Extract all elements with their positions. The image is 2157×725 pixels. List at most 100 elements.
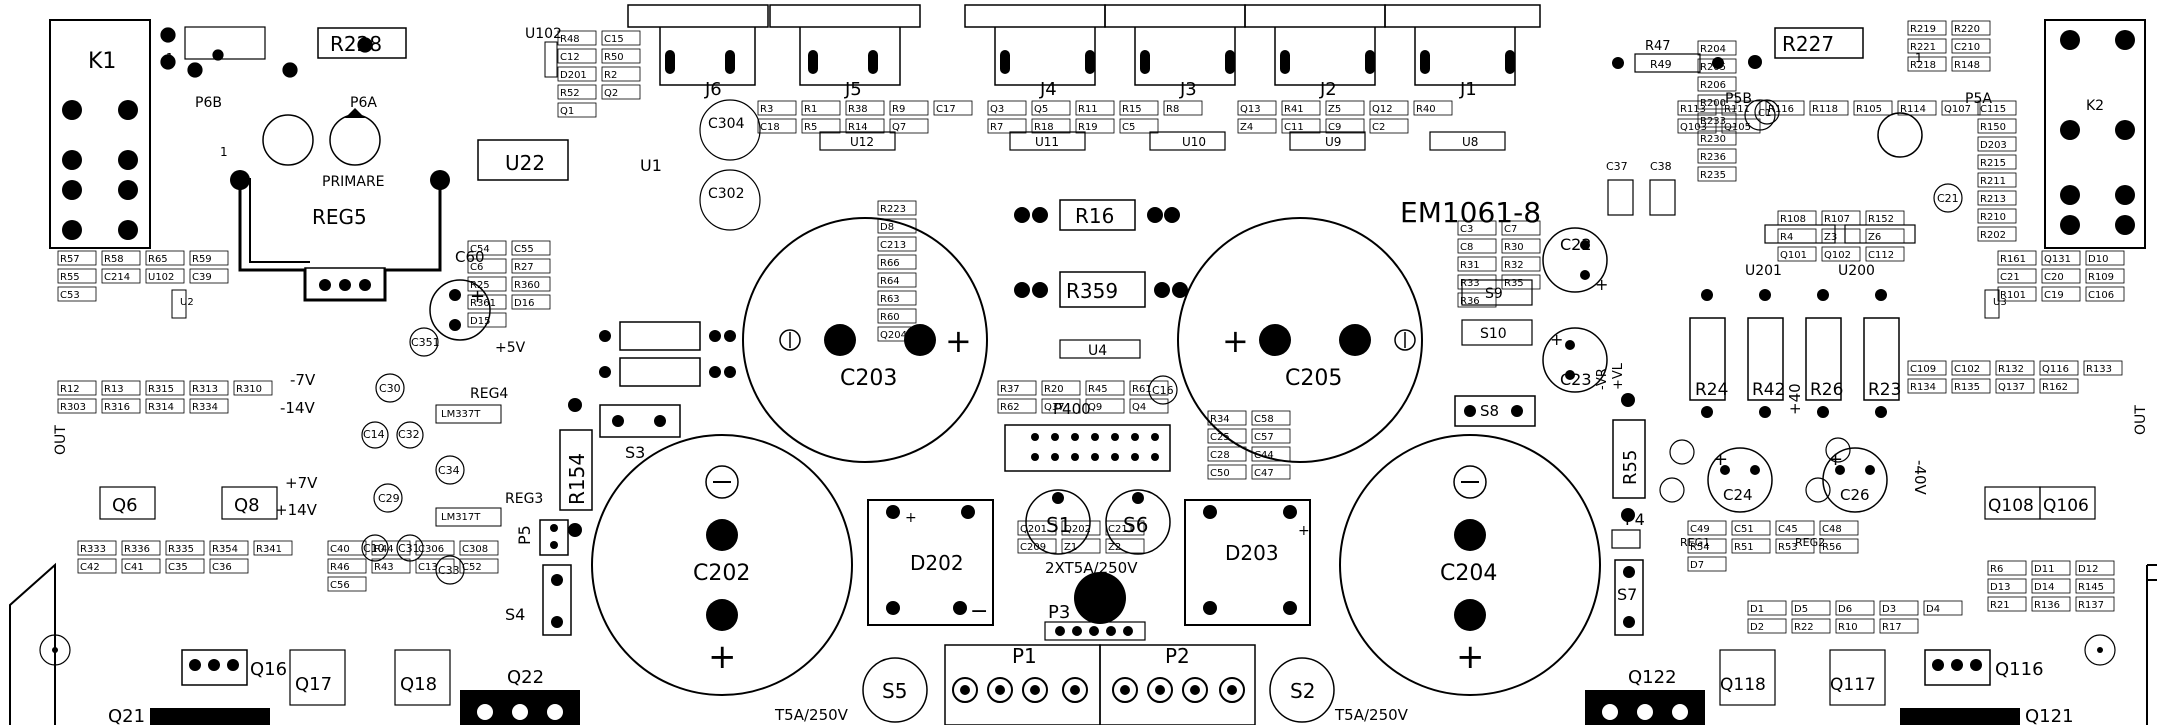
part-label: R64 xyxy=(880,276,900,287)
part-box xyxy=(1819,520,1859,536)
svg-text:R26: R26 xyxy=(1810,380,1843,400)
part-label: D203 xyxy=(1980,140,2007,151)
part-label: C45 xyxy=(1778,524,1798,535)
part-label: R31 xyxy=(1460,260,1480,271)
part-box xyxy=(557,84,597,100)
svg-text:-14V: -14V xyxy=(280,399,315,417)
part-label: C39 xyxy=(192,272,212,283)
part-label: R6 xyxy=(1990,564,2003,575)
fuse-center-dot xyxy=(1074,572,1126,624)
part-label: R315 xyxy=(148,384,174,395)
part-label: Q12 xyxy=(1372,104,1393,115)
part-label: R235 xyxy=(1700,170,1726,181)
part-box xyxy=(1977,208,2017,224)
part-box xyxy=(467,294,507,310)
part-box xyxy=(997,398,1037,414)
part-box xyxy=(233,380,273,396)
part-box xyxy=(467,258,507,274)
part-label: C102 xyxy=(1954,364,1980,375)
part-box xyxy=(1325,100,1365,116)
part-box xyxy=(189,250,229,266)
part-label: C25 xyxy=(1210,432,1230,443)
part-box xyxy=(2039,360,2079,376)
svg-text:REG2: REG2 xyxy=(1795,536,1825,549)
svg-text:S1: S1 xyxy=(1046,513,1071,537)
part-box xyxy=(371,558,411,574)
part-label: C41 xyxy=(124,562,144,573)
part-box xyxy=(1853,100,1893,116)
s10: S10 xyxy=(1461,319,1533,346)
part-box xyxy=(557,30,597,46)
part-label: D15 xyxy=(470,316,490,327)
part-box xyxy=(1923,600,1963,616)
part-label: R109 xyxy=(2088,272,2114,283)
part-label: C35 xyxy=(168,562,188,573)
part-box xyxy=(1765,100,1805,116)
part-box xyxy=(121,558,161,574)
part-label: Q202 xyxy=(1064,524,1091,535)
svg-text:R359: R359 xyxy=(1066,279,1118,303)
part-label: Q201 xyxy=(1020,524,1047,535)
part-box xyxy=(1697,130,1737,146)
part-box xyxy=(1995,378,2035,394)
part-label: R303 xyxy=(60,402,86,413)
part-label: D4 xyxy=(1926,604,1940,615)
svg-text:U1: U1 xyxy=(640,156,662,175)
part-box xyxy=(1775,520,1815,536)
j4-label: J4 xyxy=(1039,79,1057,100)
svg-text:+: + xyxy=(1550,330,1563,349)
part-label: R65 xyxy=(148,254,168,265)
part-box xyxy=(1987,596,2027,612)
part-label: R21 xyxy=(1990,600,2010,611)
svg-text:C203: C203 xyxy=(840,366,897,391)
power-resistor-row xyxy=(1689,317,1900,401)
part-label: Q137 xyxy=(1998,382,2025,393)
u4: U4 xyxy=(1059,339,1141,359)
part-box xyxy=(601,30,641,46)
part-label: C47 xyxy=(1254,468,1274,479)
part-box xyxy=(1251,428,1291,444)
part-box xyxy=(1907,38,1947,54)
part-box xyxy=(1821,228,1861,244)
part-box xyxy=(1821,210,1861,226)
r228: R228 xyxy=(317,27,407,59)
part-label: R55 xyxy=(60,272,80,283)
part-label: C9 xyxy=(1328,122,1341,133)
c24-c26: + + xyxy=(1707,447,1888,513)
part-box xyxy=(1501,220,1541,236)
part-box xyxy=(877,290,917,306)
part-box xyxy=(1457,220,1497,236)
part-label: C13 xyxy=(418,562,438,573)
part-label: D201 xyxy=(560,70,587,81)
svg-text:OUT: OUT xyxy=(2133,405,2149,435)
part-label: Q1 xyxy=(560,106,574,117)
part-label: R14 xyxy=(848,122,868,133)
transistor-boxes xyxy=(99,486,2096,706)
part-label: Q103 xyxy=(1680,122,1707,133)
part-label: C44 xyxy=(1254,450,1274,461)
part-box xyxy=(1897,100,1937,116)
part-box xyxy=(1457,238,1497,254)
p5: P5 xyxy=(515,519,569,556)
part-label: C18 xyxy=(760,122,780,133)
part-box xyxy=(757,118,797,134)
part-box xyxy=(1977,190,2017,206)
part-label: R108 xyxy=(1780,214,1806,225)
part-box xyxy=(1457,274,1497,290)
part-box xyxy=(1775,538,1815,554)
part-box xyxy=(1281,100,1321,116)
svg-text:P5: P5 xyxy=(515,525,534,545)
part-label: Z2 xyxy=(1108,542,1121,553)
part-label: R30 xyxy=(1504,242,1524,253)
part-box xyxy=(801,100,841,116)
small-caps-right xyxy=(1148,99,1963,503)
svg-text:C302: C302 xyxy=(708,186,745,202)
part-label: R107 xyxy=(1824,214,1850,225)
part-label: R40 xyxy=(1416,104,1436,115)
part-box xyxy=(877,218,917,234)
part-label: Q116 xyxy=(2042,364,2069,375)
part-label: Q4 xyxy=(1132,402,1146,413)
p6a-label: P6A xyxy=(350,95,377,111)
part-label: R45 xyxy=(1088,384,1108,395)
s4: S4 xyxy=(505,564,572,636)
